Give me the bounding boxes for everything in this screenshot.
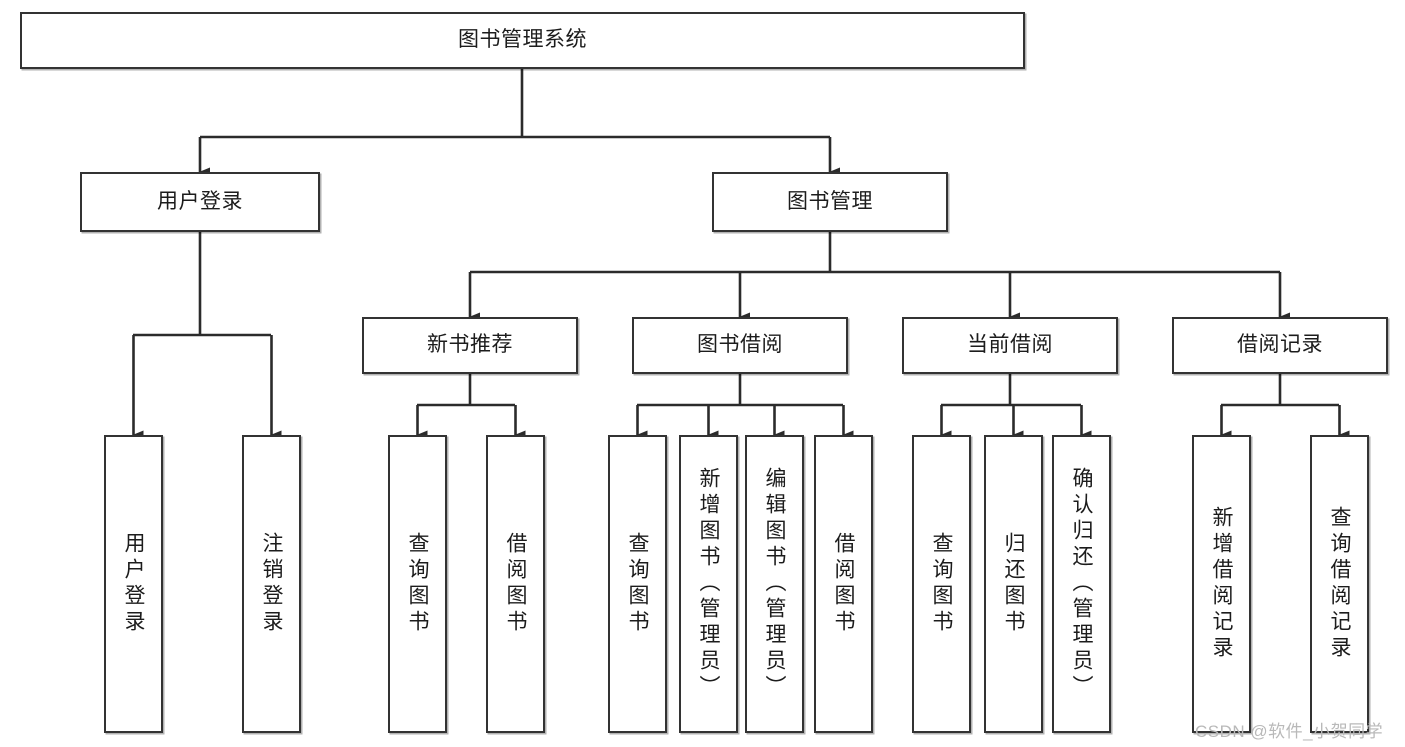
leaf-user-logout-label: 注销登录 [260,532,283,636]
node-current-borrow-label: 当前借阅 [967,333,1053,357]
node-user-login-module-label: 用户登录 [157,189,243,213]
node-current-borrow[interactable]: 当前借阅 [902,317,1118,374]
leaf-borrow-add-book-label: 新增图书（管理员） [697,467,720,701]
node-root[interactable]: 图书管理系统 [20,12,1025,69]
node-user-login-module[interactable]: 用户登录 [80,172,320,232]
node-book-management-module[interactable]: 图书管理 [712,172,948,232]
leaf-new-query-book-label: 查询图书 [406,532,429,636]
leaf-borrow-lend-book[interactable]: 借阅图书 [814,435,873,733]
connector-group [132,69,1350,440]
leaf-current-return-book-label: 归还图书 [1002,532,1025,636]
leaf-current-return-book[interactable]: 归还图书 [984,435,1043,733]
leaf-new-borrow-book-label: 借阅图书 [504,532,527,636]
node-new-book-recommend[interactable]: 新书推荐 [362,317,578,374]
leaf-current-confirm-return-label: 确认归还（管理员） [1070,467,1093,701]
leaf-record-query[interactable]: 查询借阅记录 [1310,435,1369,733]
leaf-borrow-edit-book-label: 编辑图书（管理员） [763,467,786,701]
csdn-watermark: CSDN @软件_小贺同学 [1195,722,1384,741]
leaf-current-confirm-return[interactable]: 确认归还（管理员） [1052,435,1111,733]
node-book-borrow-label: 图书借阅 [697,333,783,357]
leaf-borrow-query-book[interactable]: 查询图书 [608,435,667,733]
leaf-borrow-lend-book-label: 借阅图书 [832,532,855,636]
node-root-label: 图书管理系统 [458,28,587,52]
node-borrow-record-label: 借阅记录 [1237,333,1323,357]
leaf-borrow-edit-book[interactable]: 编辑图书（管理员） [745,435,804,733]
leaf-user-login[interactable]: 用户登录 [104,435,163,733]
node-new-book-recommend-label: 新书推荐 [427,333,513,357]
leaf-current-query-book[interactable]: 查询图书 [912,435,971,733]
node-book-management-module-label: 图书管理 [787,189,873,213]
leaf-new-query-book[interactable]: 查询图书 [388,435,447,733]
node-book-borrow[interactable]: 图书借阅 [632,317,848,374]
leaf-current-query-book-label: 查询图书 [930,532,953,636]
leaf-record-add-label: 新增借阅记录 [1210,506,1233,662]
node-borrow-record[interactable]: 借阅记录 [1172,317,1388,374]
leaf-borrow-add-book[interactable]: 新增图书（管理员） [679,435,738,733]
leaf-record-query-label: 查询借阅记录 [1328,506,1351,662]
leaf-record-add[interactable]: 新增借阅记录 [1192,435,1251,733]
leaf-new-borrow-book[interactable]: 借阅图书 [486,435,545,733]
leaf-user-login-label: 用户登录 [122,532,145,636]
leaf-user-logout[interactable]: 注销登录 [242,435,301,733]
leaf-borrow-query-book-label: 查询图书 [626,532,649,636]
